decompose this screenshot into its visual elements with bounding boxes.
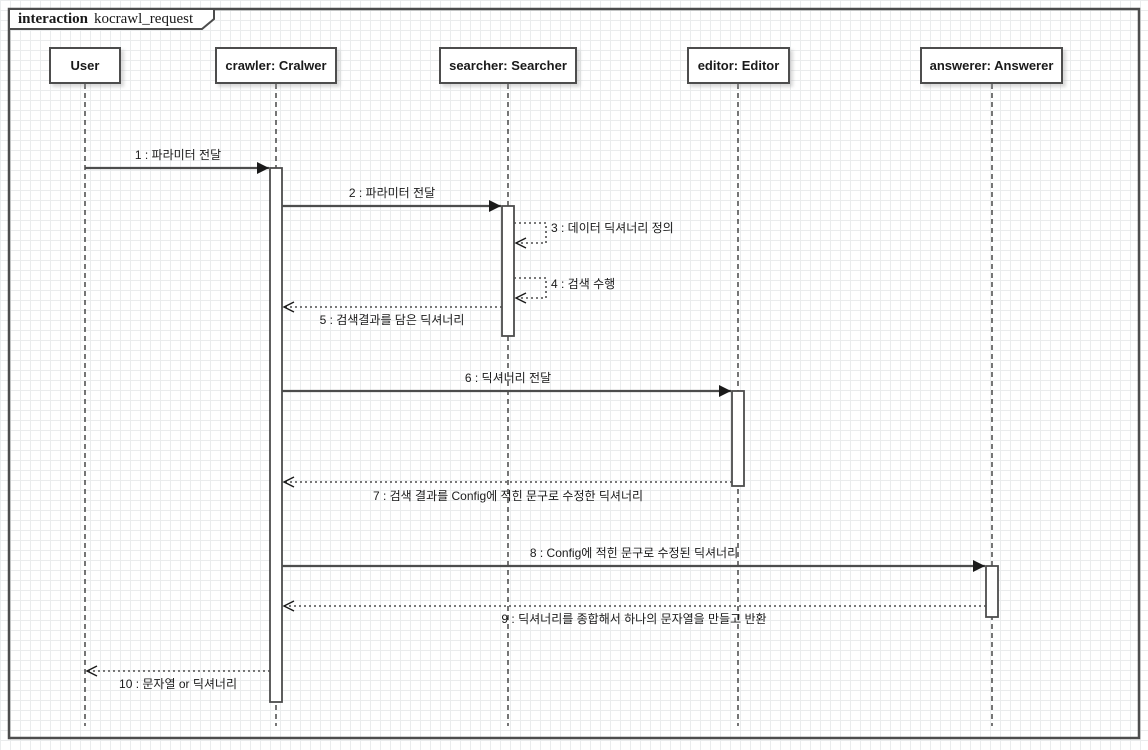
message-2-label: 2 : 파라미터 전달 bbox=[348, 186, 436, 200]
message-4-arrow bbox=[514, 277, 547, 304]
lifeline-head-user: User bbox=[49, 47, 121, 84]
activation-crawler bbox=[269, 167, 283, 703]
message-3-label: 3 : 데이터 딕셔너리 정의 bbox=[551, 221, 674, 235]
message-4-label: 4 : 검색 수행 bbox=[551, 277, 616, 291]
lifeline-head-answerer: answerer: Answerer bbox=[920, 47, 1063, 84]
return-messages bbox=[85, 301, 986, 677]
message-7-label: 7 : 검색 결과를 Config에 적힌 문구로 수정한 딕셔너리 bbox=[372, 489, 644, 503]
sync-messages bbox=[85, 162, 985, 572]
frame-keyword: interaction bbox=[18, 11, 88, 27]
message-1-label: 1 : 파라미터 전달 bbox=[134, 148, 222, 162]
message-3-arrow bbox=[514, 222, 547, 249]
lifeline-head-searcher: searcher: Searcher bbox=[439, 47, 577, 84]
frame-title: interaction kocrawl_request bbox=[18, 10, 193, 28]
frame-border bbox=[7, 7, 1141, 740]
self-messages bbox=[514, 222, 547, 304]
lifelines bbox=[84, 84, 993, 726]
message-6-label: 6 : 딕셔너리 전달 bbox=[464, 371, 552, 385]
activation-bars bbox=[269, 167, 999, 703]
message-10-label: 10 : 문자열 or 딕셔너리 bbox=[119, 677, 237, 691]
message-9-label: 9 : 딕셔너리를 종합해서 하나의 문자열을 만들고 반환 bbox=[501, 612, 767, 626]
activation-editor bbox=[731, 390, 745, 487]
lifeline-head-crawler: crawler: Cralwer bbox=[215, 47, 337, 84]
activation-searcher bbox=[501, 205, 515, 337]
lifeline-head-editor: editor: Editor bbox=[687, 47, 790, 84]
message-5-label: 5 : 검색결과를 담은 딕셔너리 bbox=[319, 313, 465, 327]
frame-name: kocrawl_request bbox=[93, 11, 194, 27]
activation-answerer bbox=[985, 565, 999, 618]
frame-label-pentagon bbox=[8, 8, 215, 30]
message-8-label: 8 : Config에 적힌 문구로 수정된 딕셔너리 bbox=[529, 546, 739, 560]
